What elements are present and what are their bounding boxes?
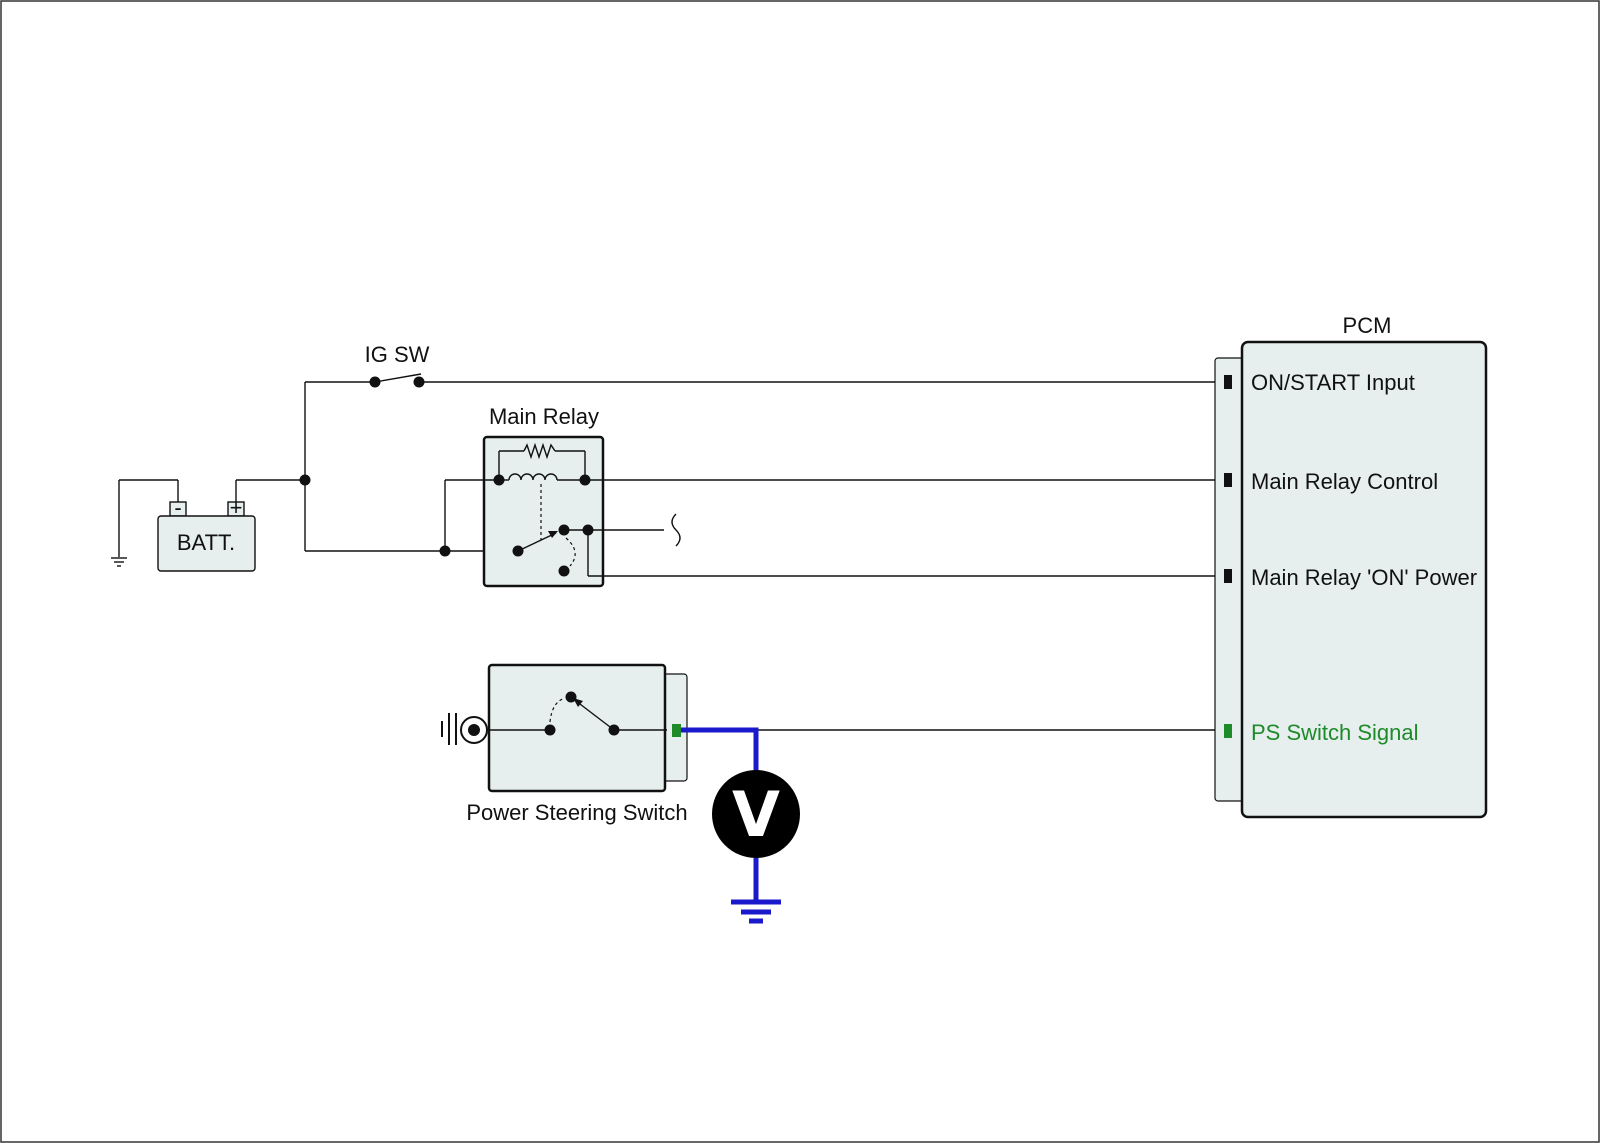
battery-body [157,515,256,572]
ps-switch-label: Power Steering Switch [466,800,687,825]
pcm: PCM ON/START Input Main Relay Control Ma… [1214,313,1488,819]
pcm-label: PCM [1343,313,1392,338]
battery: - + BATT. [111,479,305,572]
power-steering-switch: Power Steering Switch [441,663,688,825]
ground-icon [111,557,127,567]
voltmeter-label: V [732,778,780,851]
voltmeter: V [672,724,800,924]
pcm-pin-terminal [1224,473,1232,487]
ig-sw-label: IG SW [365,342,430,367]
pcm-pin-on-start-input: ON/START Input [1251,370,1415,395]
battery-junction-dot [299,474,311,486]
ground-icon [441,713,488,745]
pcm-pin-main-relay-control: Main Relay Control [1251,469,1438,494]
ps-switch-pin [672,724,681,737]
pcm-body [1240,340,1488,819]
main-relay: Main Relay [439,404,1222,588]
ground-icon [731,899,781,924]
voltmeter-icon [712,770,800,858]
pcm-pin-terminal [1224,375,1232,389]
main-relay-label: Main Relay [489,404,599,429]
pcm-pin-ps-switch-signal: PS Switch Signal [1251,720,1419,745]
pcm-pin-terminal [1224,569,1232,583]
pcm-pin-main-relay-on-power: Main Relay 'ON' Power [1251,565,1477,590]
measurement-wire [679,727,759,774]
ps-switch-body [487,663,667,793]
pcm-pin-terminal [1224,724,1232,738]
battery-neg-label: - [174,495,181,520]
battery-label: BATT. [177,530,235,555]
ignition-switch: IG SW [365,342,1222,388]
supply-wiring [299,381,518,552]
battery-pos-label: + [230,495,243,520]
